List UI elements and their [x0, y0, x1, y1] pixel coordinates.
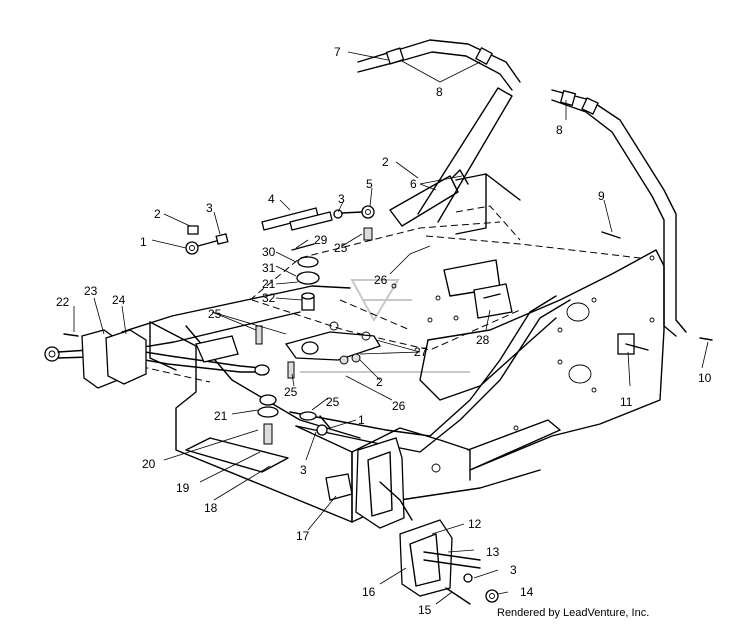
- callout-label: 21: [214, 409, 228, 423]
- lower-mount: [255, 325, 331, 445]
- callout-label: 9: [598, 189, 605, 203]
- callout-label: 16: [362, 585, 376, 599]
- callouts: 7 8 8 2 6 9 4 3 5 2 3 1 29 25 30 31 21 2…: [56, 45, 712, 617]
- tie-rod-assembly: [185, 205, 375, 255]
- callout-label: 3: [206, 201, 213, 215]
- callout-label: 26: [392, 399, 406, 413]
- watermark-logo: [300, 279, 470, 373]
- callout-label: 25: [208, 307, 222, 321]
- callout-label: 25: [284, 385, 298, 399]
- callout-label: 18: [204, 501, 218, 515]
- callout-label: 25: [334, 241, 348, 255]
- callout-label: 27: [414, 345, 428, 359]
- credit-text: Rendered by LeadVenture, Inc.: [497, 607, 650, 619]
- callout-label: 7: [334, 45, 341, 59]
- left-rod-assembly: [44, 329, 270, 389]
- callout-label: 2: [154, 207, 161, 221]
- callout-label: 14: [520, 585, 534, 599]
- rail-assembly-top: [357, 39, 521, 91]
- callout-label: 2: [382, 155, 389, 169]
- callout-label: 3: [338, 192, 345, 206]
- callout-label: 15: [418, 603, 432, 617]
- callout-label: 20: [142, 457, 156, 471]
- callout-label: 32: [262, 291, 276, 305]
- callout-label: 6: [410, 177, 417, 191]
- center-pivot-stack: [291, 243, 320, 311]
- callout-label: 25: [326, 395, 340, 409]
- rail-assembly-right: [551, 89, 687, 337]
- callout-label: 2: [376, 375, 383, 389]
- callout-label: 19: [176, 481, 190, 495]
- callout-label: 11: [620, 395, 633, 409]
- callout-label: 28: [476, 333, 490, 347]
- callout-label: 21: [262, 277, 276, 291]
- callout-label: 8: [556, 123, 563, 137]
- callout-label: 3: [300, 463, 307, 477]
- leader-lines: [73, 51, 709, 605]
- right-bracket: [473, 231, 713, 355]
- callout-label: 8: [436, 85, 443, 99]
- callout-label: 31: [262, 261, 276, 275]
- callout-label: 23: [84, 284, 98, 298]
- callout-label: 13: [486, 545, 500, 559]
- callout-label: 29: [314, 233, 328, 247]
- callout-label: 12: [468, 517, 482, 531]
- front-clamp-assembly: [325, 437, 499, 605]
- callout-label: 17: [296, 529, 310, 543]
- callout-label: 5: [366, 177, 373, 191]
- callout-label: 4: [268, 192, 275, 206]
- callout-label: 1: [140, 235, 147, 249]
- callout-label: 22: [56, 295, 70, 309]
- callout-label: 30: [262, 245, 276, 259]
- callout-label: 26: [374, 273, 388, 287]
- callout-label: 3: [510, 563, 517, 577]
- callout-label: 24: [112, 293, 126, 307]
- callout-label: 10: [698, 371, 712, 385]
- pitman-plate: [284, 321, 381, 365]
- callout-label: 1: [358, 413, 365, 427]
